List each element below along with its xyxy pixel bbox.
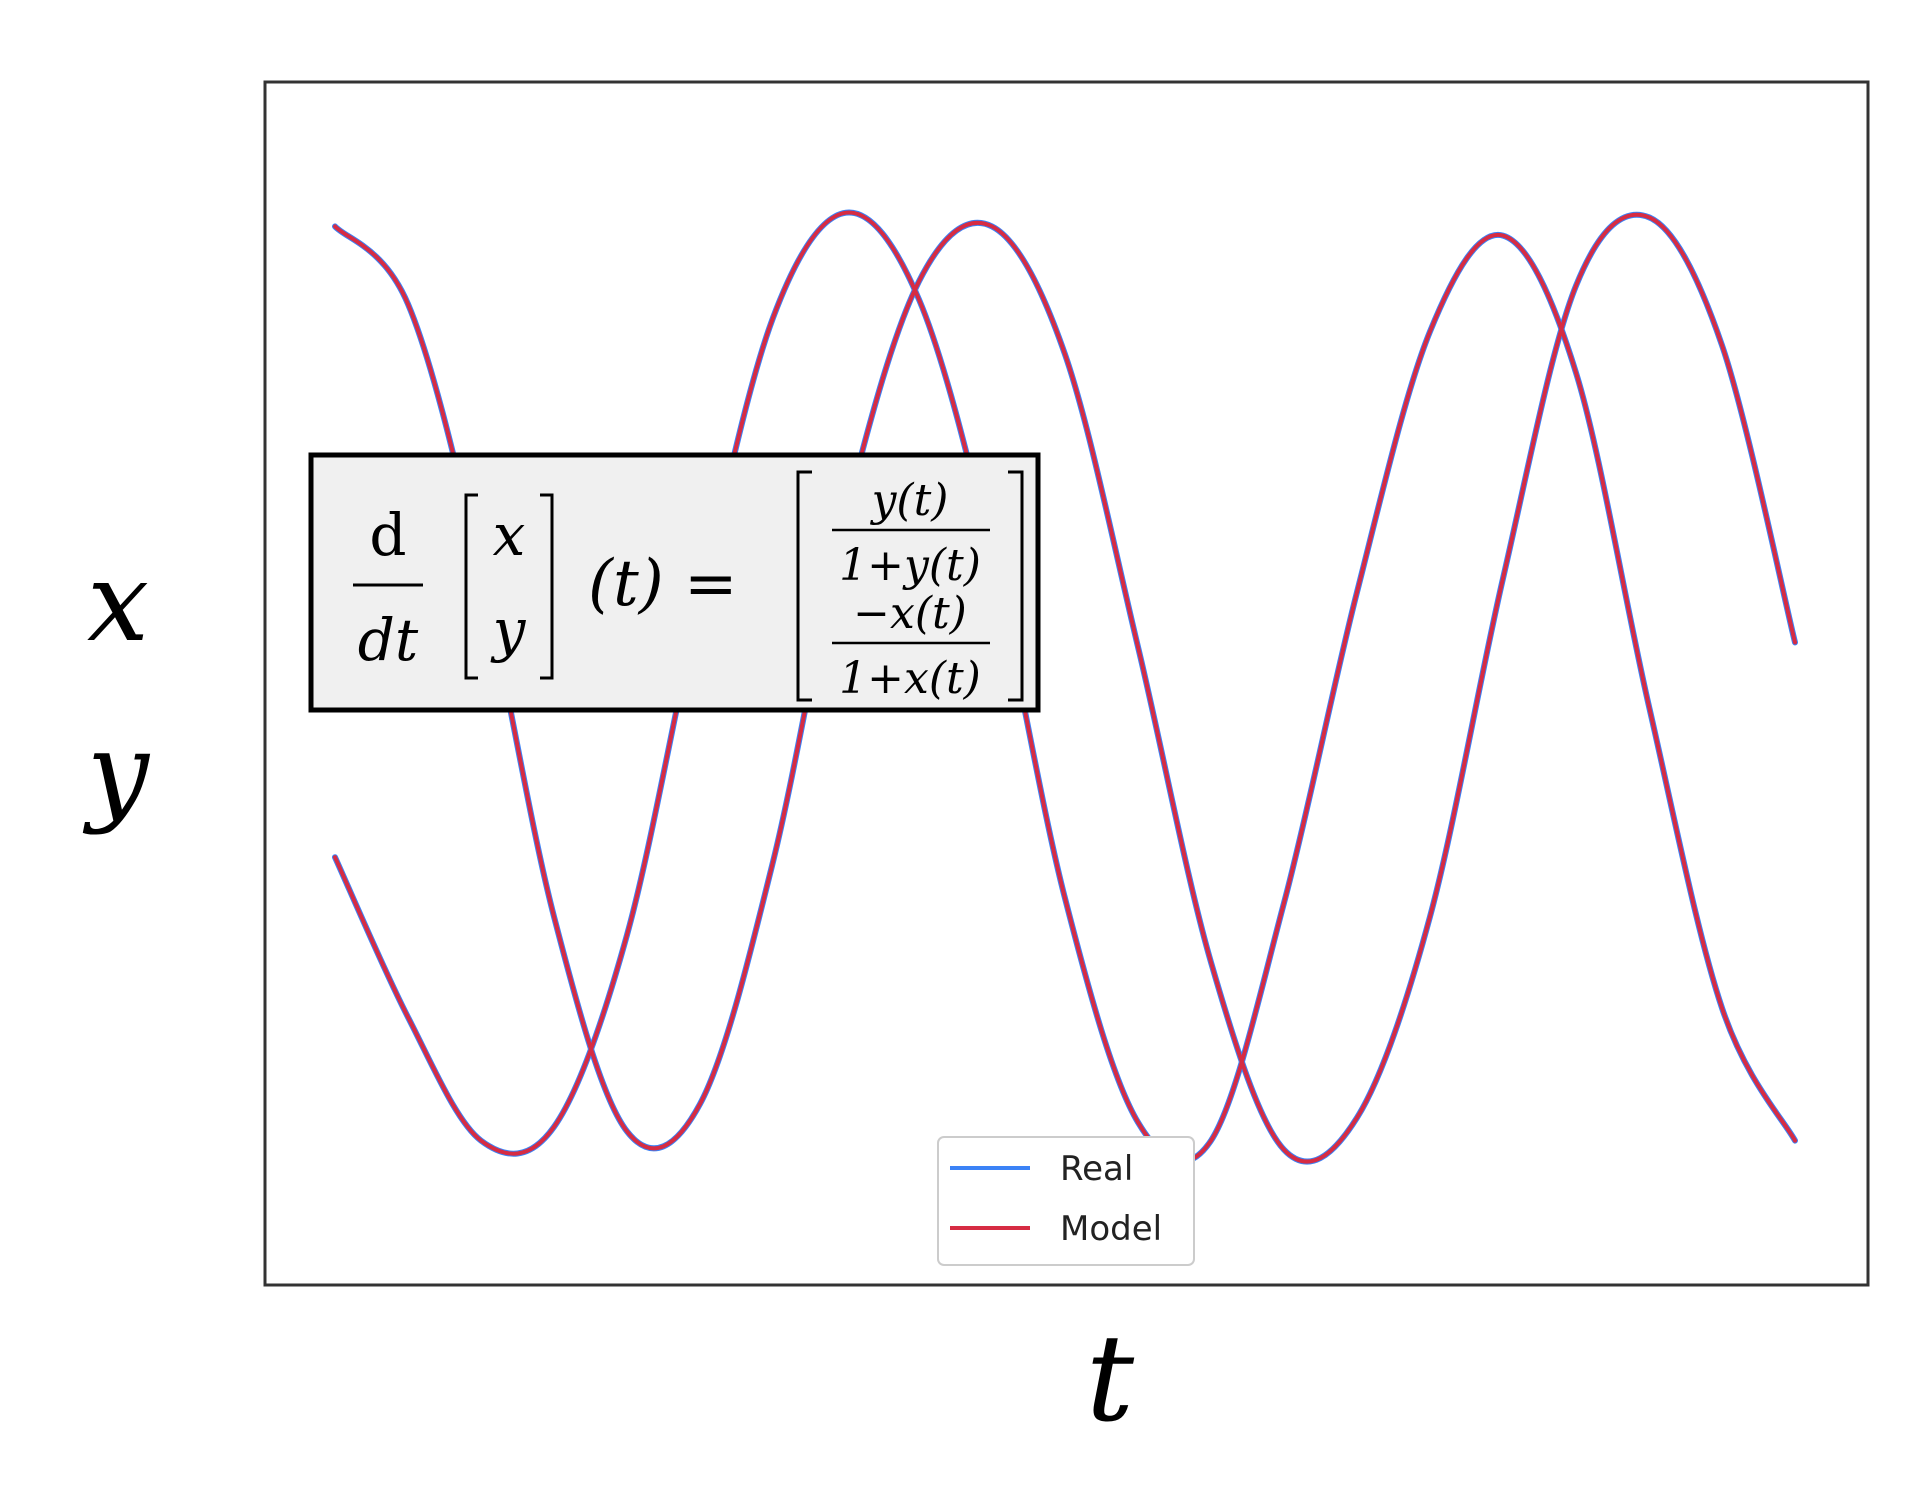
series-group	[332, 209, 1798, 1165]
eq-rhs-row2-denominator: 1+x(t)	[839, 653, 981, 704]
series-line-model-y	[333, 210, 1797, 1164]
eq-op-denominator: dt	[358, 606, 419, 674]
eq-op-numerator: d	[369, 501, 406, 569]
eq-lhs-arg: (t) =	[588, 547, 738, 621]
eq-lhs-vector-x: x	[493, 501, 526, 569]
eq-lhs-vector-y: y	[490, 596, 527, 664]
legend-label-real: Real	[1060, 1149, 1133, 1189]
eq-rhs-row1-numerator: y(t)	[870, 475, 949, 526]
eq-lhs-left-bracket	[464, 493, 478, 680]
legend-label-model: Model	[1060, 1209, 1162, 1249]
equation-box: d dt x y (t) = y(t) 1+y(t) −x(t) 1+x(t)	[308, 452, 1041, 713]
y-axis-label-x: x	[87, 538, 149, 666]
series-line-model-x	[333, 212, 1797, 1164]
equation-box-frame	[308, 452, 1041, 713]
eq-rhs-left-bracket	[796, 470, 812, 702]
legend: Real Model	[937, 1136, 1195, 1266]
eq-rhs-row1-denominator: 1+y(t)	[839, 540, 981, 591]
eq-rhs-right-bracket	[1008, 470, 1024, 702]
eq-lhs-right-bracket	[540, 493, 554, 680]
eq-rhs-row2-numerator: −x(t)	[853, 588, 967, 639]
y-axis-label-y: y	[82, 708, 151, 836]
x-axis-label: t	[1086, 1310, 1135, 1449]
